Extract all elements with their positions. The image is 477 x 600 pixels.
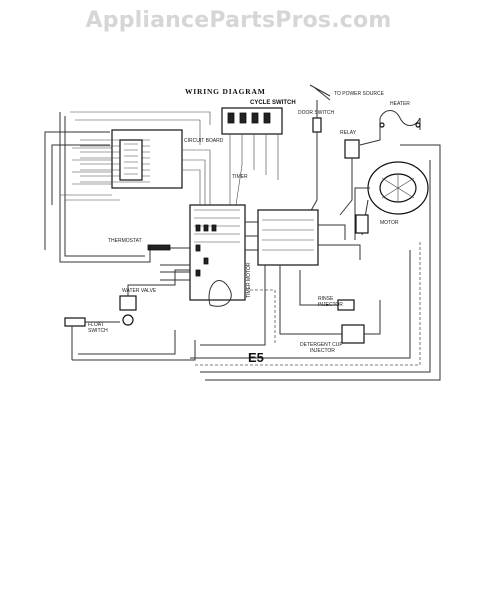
watermark-text: AppliancePartsPros.com <box>85 8 392 33</box>
heater-label: HEATER <box>390 101 410 107</box>
thermostat <box>147 244 190 251</box>
outer-wiring <box>44 111 441 381</box>
circuit-board-label: CIRCUIT BOARD <box>184 138 224 144</box>
door-switch <box>299 84 331 231</box>
float-label: FLOAT <box>88 322 104 328</box>
timer <box>189 204 246 307</box>
circuit-board <box>60 129 183 201</box>
detergent-cup-injector <box>279 265 381 344</box>
cycle-switch-label: CYCLE SWITCH <box>250 100 296 106</box>
door-switch-label: DOOR SWITCH <box>298 110 334 116</box>
relay <box>339 139 360 216</box>
diagram-title: WIRING DIAGRAM <box>185 87 266 96</box>
thermostat-label: THERMOSTAT <box>108 238 142 244</box>
detergent-cup-label: DETERGENT CUP <box>300 342 343 348</box>
heater <box>359 110 421 146</box>
terminal-block <box>245 209 361 266</box>
inner-wiring <box>160 149 276 346</box>
diagram-code: E5 <box>248 350 264 365</box>
detergent-injector-label: INJECTOR <box>310 348 335 354</box>
float-switch <box>64 317 120 360</box>
relay-label: RELAY <box>340 130 357 136</box>
motor-label: MOTOR <box>380 220 399 226</box>
rinse-injector <box>299 270 355 311</box>
rinse-label: RINSE <box>318 296 334 302</box>
motor <box>354 161 429 240</box>
switch-label: SWITCH <box>88 328 108 334</box>
timer-motor-label: TIMER MOTOR <box>246 262 252 298</box>
power-source-label: TO POWER SOURCE <box>334 91 385 97</box>
water-valve <box>119 269 190 326</box>
cycle-switch <box>221 107 283 180</box>
rinse-injector-label: INJECTOR <box>318 302 343 308</box>
water-valve-label: WATER VALVE <box>122 288 157 294</box>
